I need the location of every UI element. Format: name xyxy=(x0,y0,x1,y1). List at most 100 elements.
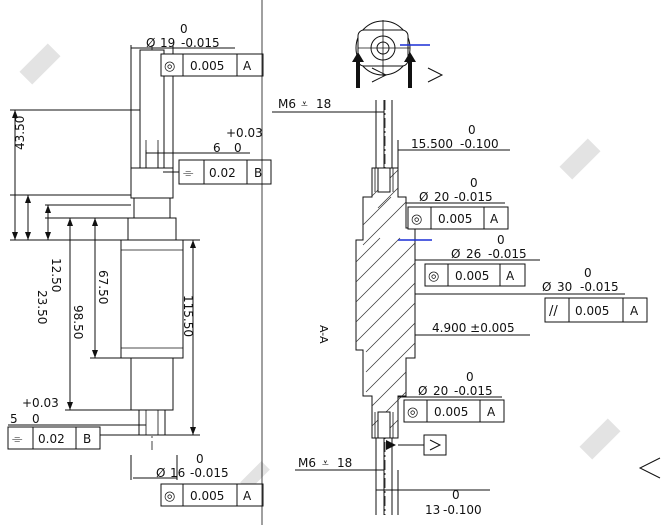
svg-text:B: B xyxy=(83,432,91,446)
svg-text:26: 26 xyxy=(466,247,481,261)
watermark-marks xyxy=(19,43,621,491)
fcf-concentricity-20-bottom: ◎ 0.005 A xyxy=(403,399,505,423)
dim-bottom-width: 0 13 -0.100 xyxy=(425,488,482,517)
svg-text:⩡: ⩡ xyxy=(301,97,308,111)
svg-text:A: A xyxy=(487,405,496,419)
svg-text:-0.015: -0.015 xyxy=(190,466,229,480)
svg-text:A: A xyxy=(506,269,515,283)
dim-diameter-20-bottom: 0 Ø 20 -0.015 xyxy=(418,370,493,398)
svg-text:-0.015: -0.015 xyxy=(181,36,220,50)
svg-text:0.02: 0.02 xyxy=(38,432,65,446)
svg-text:◎: ◎ xyxy=(411,212,422,227)
svg-text:0.005: 0.005 xyxy=(438,212,472,226)
svg-text:⩡: ⩡ xyxy=(322,456,329,470)
section-label: A-A xyxy=(317,325,330,344)
svg-text:0: 0 xyxy=(468,123,476,137)
dim-keyway-5: +0.03 5 0 xyxy=(10,396,59,426)
svg-text:0.005: 0.005 xyxy=(434,405,468,419)
svg-text:A: A xyxy=(630,304,639,318)
svg-text:20: 20 xyxy=(433,384,448,398)
svg-text:Ø: Ø xyxy=(156,466,165,480)
dim-43-50: 43.50 xyxy=(13,116,27,150)
dim-diameter-19: 0 Ø 19 -0.015 xyxy=(146,22,220,50)
bottom-tip xyxy=(138,409,166,436)
svg-text:⌯: ⌯ xyxy=(183,166,194,181)
dim-top-width: 0 15.500 -0.100 xyxy=(411,123,499,151)
svg-text:0: 0 xyxy=(466,370,474,384)
corner-marker xyxy=(638,457,661,479)
svg-text:+0.03: +0.03 xyxy=(22,396,59,410)
svg-text:0: 0 xyxy=(180,22,188,36)
fcf-concentricity-19: ◎ 0.005 A xyxy=(160,53,264,77)
svg-text:Ø: Ø xyxy=(146,36,155,50)
svg-text:A: A xyxy=(243,489,252,503)
section-view: A-A xyxy=(272,97,648,517)
dim-diameter-30: 0 Ø 30 -0.015 xyxy=(542,266,619,294)
svg-text:A: A xyxy=(490,212,499,226)
end-view xyxy=(352,20,444,88)
lower-journal xyxy=(130,357,174,411)
dim-keyway-6: +0.03 6 0 xyxy=(213,126,263,155)
dim-115-50: 115.50 xyxy=(181,295,195,337)
svg-text:18: 18 xyxy=(337,456,352,470)
top-journal xyxy=(139,49,165,169)
svg-text:-0.015: -0.015 xyxy=(454,384,493,398)
svg-text:M6: M6 xyxy=(278,97,296,111)
svg-text:◎: ◎ xyxy=(164,489,175,504)
main-body xyxy=(120,239,184,359)
svg-text:30: 30 xyxy=(557,280,572,294)
svg-text:0.005: 0.005 xyxy=(455,269,489,283)
svg-text:0: 0 xyxy=(470,176,478,190)
svg-text:-0.015: -0.015 xyxy=(580,280,619,294)
svg-text:0: 0 xyxy=(234,141,242,155)
fcf-concentricity-20-top: ◎ 0.005 A xyxy=(407,206,509,230)
dim-diameter-16: 0 Ø 16 -0.015 xyxy=(156,452,229,480)
svg-text:+0.03: +0.03 xyxy=(226,126,263,140)
dim-23-50: 23.50 xyxy=(35,290,49,324)
fcf-parallelism-30: // 0.005 A xyxy=(544,297,648,323)
svg-text:Ø: Ø xyxy=(418,384,427,398)
collar-lower xyxy=(127,217,177,241)
fcf-concentricity-16: ◎ 0.005 A xyxy=(160,483,264,507)
svg-text:◎: ◎ xyxy=(407,405,418,420)
svg-text:Ø: Ø xyxy=(419,190,428,204)
svg-text:-0.100: -0.100 xyxy=(443,503,482,517)
svg-text:0: 0 xyxy=(452,488,460,502)
fcf-symmetry-6: ⌯ 0.02 B xyxy=(178,159,272,185)
shaft-view: 43.50 23.50 12.50 67.50 98.50 115.50 0 Ø… xyxy=(7,22,272,507)
svg-text:20: 20 xyxy=(434,190,449,204)
svg-text:0: 0 xyxy=(497,233,505,247)
svg-text:16: 16 xyxy=(170,466,185,480)
dim-diameter-26: 0 Ø 26 -0.015 xyxy=(451,233,527,261)
svg-text:0: 0 xyxy=(584,266,592,280)
svg-text:0: 0 xyxy=(196,452,204,466)
svg-text:Ø: Ø xyxy=(451,247,460,261)
svg-text:Ø: Ø xyxy=(542,280,551,294)
svg-text:-0.100: -0.100 xyxy=(460,137,499,151)
svg-text:0.005: 0.005 xyxy=(190,59,224,73)
datum-target-box xyxy=(423,434,447,456)
dim-67-50: 67.50 xyxy=(96,270,110,304)
svg-text:◎: ◎ xyxy=(164,59,175,74)
svg-text:0.005: 0.005 xyxy=(575,304,609,318)
svg-text:M6: M6 xyxy=(298,456,316,470)
svg-text:-0.015: -0.015 xyxy=(454,190,493,204)
svg-text:◎: ◎ xyxy=(428,269,439,284)
collar-mid xyxy=(133,197,171,219)
thread-callout-top: M6 ⩡ 18 xyxy=(278,97,331,111)
svg-text:0.005: 0.005 xyxy=(190,489,224,503)
svg-text:18: 18 xyxy=(316,97,331,111)
svg-text:13: 13 xyxy=(425,503,440,517)
fcf-symmetry-5: ⌯ 0.02 B xyxy=(7,426,101,450)
svg-text:19: 19 xyxy=(160,36,175,50)
fcf-concentricity-26: ◎ 0.005 A xyxy=(424,263,526,287)
dim-98-50: 98.50 xyxy=(71,305,85,339)
svg-text:0: 0 xyxy=(32,412,40,426)
svg-text:B: B xyxy=(254,166,262,180)
svg-text:6: 6 xyxy=(213,141,221,155)
dim-length-4-900: 4.900 ±0.005 xyxy=(432,321,515,335)
svg-text:A: A xyxy=(243,59,252,73)
dim-diameter-20-top: 0 Ø 20 -0.015 xyxy=(419,176,493,204)
section-hatching xyxy=(355,169,416,439)
